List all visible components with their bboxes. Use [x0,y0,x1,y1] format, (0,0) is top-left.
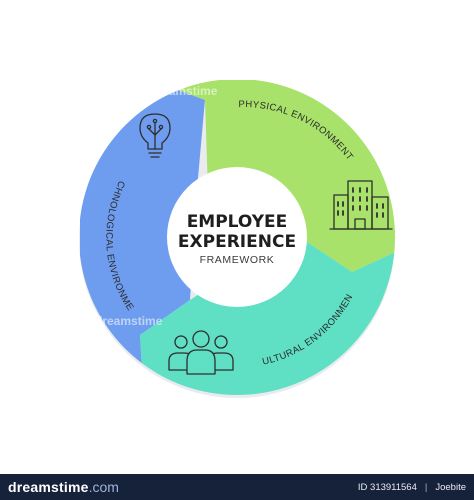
employee-experience-diagram: dreamstime dreamstime EMPLOYEE EXPERIENC… [0,0,400,398]
credit-separator: | [424,481,428,493]
office-building-icon [329,180,393,230]
lightbulb-icon [139,113,171,158]
center-subtitle: FRAMEWORK [200,254,275,266]
watermark-text: dreamstime [95,314,163,328]
segment-physical[interactable] [152,80,400,272]
image-id: ID 313911564 [357,481,417,493]
image-author[interactable]: Joebite [435,481,466,493]
watermark-text: dreamstime [150,84,218,98]
brand-tld: .com [88,479,119,495]
watermark: dreamstime dreamstime [95,84,218,328]
stock-footer-bar: dreamstime .com ID 313911564 | Joebite [0,474,474,500]
image-credits: ID 313911564 | Joebite [358,482,466,493]
people-group-icon [168,330,234,375]
center-title-line2: EXPERIENCE [178,232,296,252]
center-circle [167,167,307,307]
center-title-line1: EMPLOYEE [187,212,288,232]
brand-logo[interactable]: dreamstime .com [8,479,119,495]
brand-name: dreamstime [8,479,89,495]
